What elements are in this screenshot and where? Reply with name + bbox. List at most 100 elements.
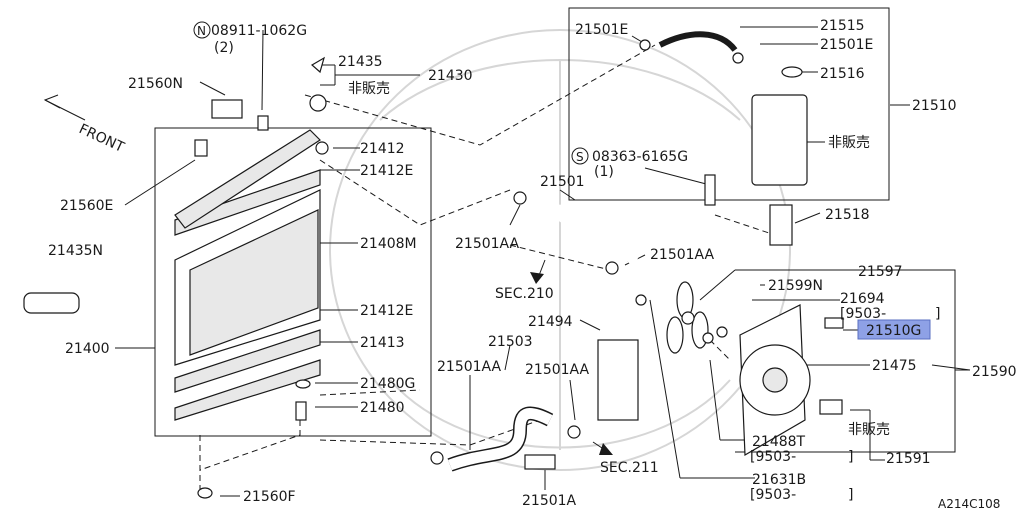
bracket-clip	[211, 99, 243, 119]
nut-prefix-letter: N	[197, 24, 206, 38]
hose-clamp-5	[639, 39, 651, 51]
lower-shroud-21494	[597, 339, 639, 421]
hoses	[430, 31, 744, 472]
part-label-21501aa-1: 21501AA	[455, 236, 520, 252]
part-label-21510g: 21510G	[866, 323, 921, 339]
fan-assembly	[597, 281, 844, 457]
sec-211-arrow-icon	[592, 441, 613, 455]
screw-prefix-letter: S	[576, 150, 584, 164]
part-label-21413: 21413	[360, 335, 405, 351]
part-label-08911-1062g: 08911-1062G	[211, 23, 307, 39]
part-label-21510: 21510	[912, 98, 957, 114]
part-label-21560f: 21560F	[243, 489, 296, 505]
radiator-upper-tank	[174, 169, 321, 236]
part-label-21412e-bottom: 21412E	[360, 303, 413, 319]
drain-plug	[295, 401, 307, 421]
bracket-close-b: ]	[848, 449, 853, 465]
nut-21631b	[635, 294, 647, 306]
part-label-21400: 21400	[65, 341, 110, 357]
nut-21599n	[716, 326, 728, 338]
hose-clamp-2	[605, 261, 619, 275]
part-label-21501aa-2: 21501AA	[650, 247, 715, 263]
sec-210-arrow-icon	[530, 259, 546, 284]
part-label-21560n: 21560N	[128, 76, 183, 92]
bracket-close-c: ]	[848, 487, 853, 503]
qty-label-2: (2)	[214, 40, 234, 56]
radiator-fins	[189, 209, 319, 356]
hose-clamp-4	[567, 425, 581, 439]
bolt-08911	[257, 115, 269, 131]
radiator-lower-seal	[174, 329, 321, 393]
part-label-21412e-top: 21412E	[360, 163, 413, 179]
bolt-08363	[704, 174, 716, 206]
not-for-sale-label-2: 非販売	[828, 135, 870, 151]
part-label-21501e-b: 21501E	[820, 37, 873, 53]
nut-prefix-circle	[193, 21, 211, 39]
radiator-top-bracket	[174, 129, 321, 229]
label-plate-21435n	[23, 292, 80, 314]
clip-21694	[824, 317, 844, 329]
upper-hose	[539, 204, 640, 266]
screw-prefix-circle	[571, 147, 589, 165]
part-label-21516: 21516	[820, 66, 865, 82]
highlight-21510g	[857, 319, 931, 340]
hose-clamp-3	[430, 451, 444, 465]
part-label-21475: 21475	[872, 358, 917, 374]
qty-label-1: (1)	[594, 164, 614, 180]
dashed-guides	[199, 44, 776, 495]
part-labels: 08911-1062G (2) 21435 21430 非販売 21560N F…	[48, 18, 1017, 511]
mount-rubber-bottom	[197, 487, 213, 499]
bracket-close-a: ]	[935, 306, 940, 322]
date-label-9503-a: [9503-	[840, 306, 886, 322]
part-label-21501e-a: 21501E	[575, 22, 628, 38]
part-label-21494: 21494	[528, 314, 573, 330]
part-label-21488t: 21488T	[752, 434, 806, 450]
part-label-21591: 21591	[886, 451, 931, 467]
part-label-21501aa-3: 21501AA	[437, 359, 502, 375]
part-label-21597: 21597	[858, 264, 903, 280]
part-label-21480g: 21480G	[360, 376, 415, 392]
reservoir-tank	[704, 66, 808, 246]
hose-clip-21501a	[524, 454, 556, 470]
front-label: FRONT	[76, 121, 127, 156]
date-label-9503-c: [9503-	[750, 487, 796, 503]
date-label-9503-b: [9503-	[750, 449, 796, 465]
part-label-21435n: 21435N	[48, 243, 103, 259]
part-label-08363-6165g: 08363-6165G	[592, 149, 688, 165]
part-label-21560e: 21560E	[60, 198, 113, 214]
part-label-21694: 21694	[840, 291, 885, 307]
sec-210-label: SEC.210	[495, 286, 554, 302]
watermark	[329, 29, 791, 471]
mount-rubber-top	[194, 139, 208, 157]
radiator-lower-tank	[174, 359, 321, 421]
lower-hose	[448, 408, 553, 471]
reservoir-bracket	[769, 204, 793, 246]
part-label-21430: 21430	[428, 68, 473, 84]
part-label-21503: 21503	[488, 334, 533, 350]
not-for-sale-label-3: 非販売	[848, 422, 890, 438]
fan-motor	[762, 367, 788, 393]
part-label-21599n: 21599N	[768, 278, 823, 294]
filler-neck	[315, 141, 329, 155]
hose-clamp-1	[513, 191, 527, 205]
hose-clamp-6	[732, 52, 744, 64]
radiator-cap	[309, 94, 327, 112]
reservoir-cap	[781, 66, 803, 78]
part-label-21412: 21412	[360, 141, 405, 157]
leader-lines	[115, 26, 971, 497]
part-label-21590: 21590	[972, 364, 1017, 380]
front-arrow-icon	[43, 94, 86, 121]
fan-blade-21597	[666, 281, 709, 354]
sec-211-label: SEC.211	[600, 460, 659, 476]
part-label-21408m: 21408M	[360, 236, 417, 252]
part-label-21515: 21515	[820, 18, 865, 34]
radiator-box	[154, 127, 432, 437]
reservoir-box	[568, 7, 890, 201]
part-label-21480: 21480	[360, 400, 405, 416]
part-label-21518: 21518	[825, 207, 870, 223]
drain-plug-gasket	[295, 379, 311, 389]
fan-assembly-bracket	[735, 269, 956, 453]
reservoir-hose	[658, 31, 738, 52]
